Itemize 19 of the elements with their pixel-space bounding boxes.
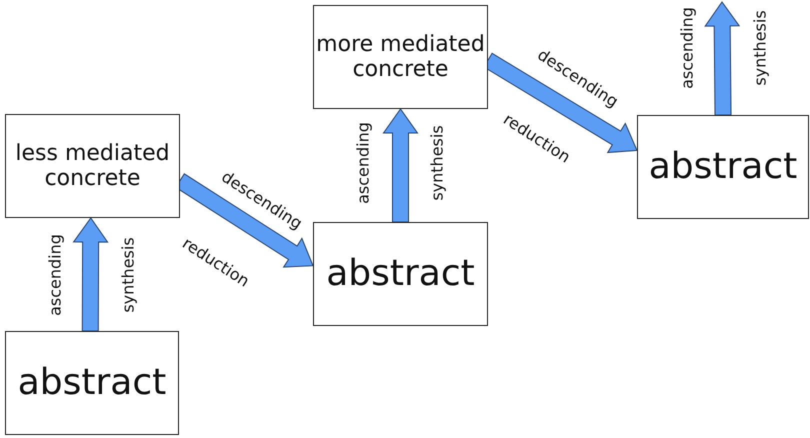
arrow-label: ascending bbox=[678, 7, 696, 89]
concept-box bbox=[5, 331, 179, 435]
block-arrow bbox=[382, 108, 418, 222]
block-arrow bbox=[72, 217, 109, 332]
box-label: less mediated concrete bbox=[14, 140, 171, 192]
arrow-label: synthesis bbox=[428, 125, 446, 201]
box-label: abstract bbox=[326, 253, 475, 295]
concept-box bbox=[637, 115, 809, 219]
block-arrow bbox=[704, 1, 740, 116]
arrow-label: ascending bbox=[354, 122, 372, 204]
box-label: abstract bbox=[648, 146, 798, 188]
concept-box bbox=[313, 222, 488, 326]
concept-box bbox=[5, 114, 180, 218]
arrow-label: synthesis bbox=[118, 237, 138, 313]
box-label: abstract bbox=[18, 362, 166, 404]
arrow-label: synthesis bbox=[750, 10, 770, 86]
box-label: more mediated concrete bbox=[315, 32, 486, 82]
concept-box bbox=[313, 5, 488, 109]
arrow-label: ascending bbox=[46, 234, 64, 316]
